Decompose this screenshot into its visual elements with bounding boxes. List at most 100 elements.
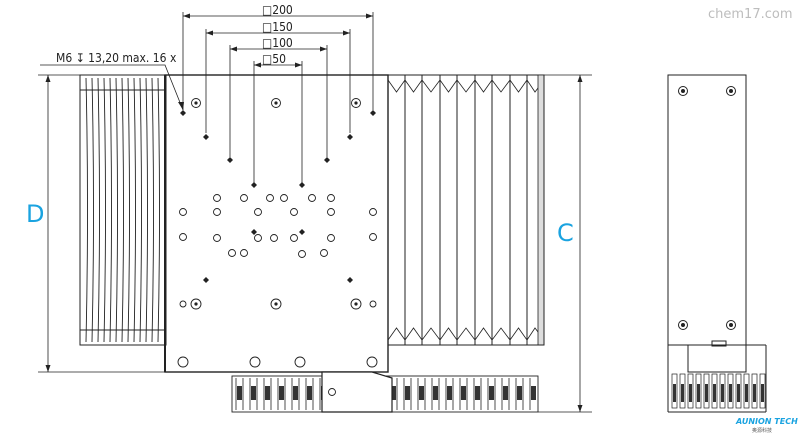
hole-center [274, 101, 278, 105]
fin-chevron [491, 327, 511, 341]
heatsink-edge [537, 74, 545, 346]
hole-center [354, 302, 358, 306]
screw-head [681, 323, 685, 327]
tapped-hole [347, 277, 353, 283]
fin-chevron [491, 79, 511, 93]
side-connector-pin [761, 384, 764, 402]
side-connector-slot [759, 373, 766, 409]
side-connector-slot [687, 373, 694, 409]
bellows-pleat [91, 77, 94, 343]
plain-hole [240, 249, 248, 257]
fin-chevron [474, 79, 493, 93]
side-connector-pin [737, 384, 740, 402]
dimension-arrow [206, 30, 213, 36]
dimension-d-label: D [26, 200, 44, 228]
screw-head [681, 89, 685, 93]
side-connector-slot [751, 373, 758, 409]
fin-chevron [387, 79, 406, 93]
bellows-pleat [109, 77, 112, 343]
fin-chevron [439, 327, 458, 341]
dimension-arrow [254, 62, 261, 68]
fin-chevron [474, 327, 493, 341]
bellows-pleat [151, 77, 154, 343]
bellows-pleat [115, 77, 118, 343]
connector-pin [391, 386, 396, 400]
connector-pin [279, 386, 284, 400]
plain-hole [179, 300, 187, 308]
bottom-connector-strip [231, 371, 539, 413]
bellows-pleat [133, 77, 136, 343]
hole-center [194, 101, 198, 105]
plain-hole [308, 194, 316, 202]
dimension-50-label: □50 [262, 52, 286, 66]
bottom-hole [294, 356, 306, 368]
plain-hole [266, 194, 274, 202]
fin-chevron [509, 327, 528, 341]
connector-pin [251, 386, 256, 400]
plain-hole [369, 300, 377, 308]
plain-hole [254, 234, 262, 242]
side-connector-slot [743, 373, 750, 409]
side-connector-strip [671, 373, 766, 409]
fin-chevron [387, 327, 406, 341]
dimension-arrow [577, 405, 583, 412]
bellows-pleat [121, 77, 124, 343]
leader-arrow [178, 102, 184, 110]
plain-hole [254, 208, 262, 216]
side-connector-pin [705, 384, 708, 402]
heatsink-fins [387, 74, 545, 346]
connector-pin [489, 386, 494, 400]
dimension-lines [38, 12, 592, 413]
tapped-hole [203, 134, 209, 140]
connector-pin [405, 386, 410, 400]
dimension-arrow [366, 13, 373, 19]
tapped-hole [251, 182, 257, 188]
right-heatsink [387, 74, 545, 372]
side-connector-slot [695, 373, 702, 409]
tapped-hole [299, 182, 305, 188]
fin-chevron [509, 79, 528, 93]
side-connector-pin [753, 384, 756, 402]
dimension-arrow [45, 75, 51, 82]
plain-hole [290, 208, 298, 216]
plain-hole [228, 249, 236, 257]
plain-hole [240, 194, 248, 202]
plain-hole [179, 233, 187, 241]
plain-hole [327, 194, 335, 202]
connector-pin [419, 386, 424, 400]
tapped-hole [251, 229, 257, 235]
screw-head [729, 89, 733, 93]
tapped-hole [227, 157, 233, 163]
dimension-arrow [45, 365, 51, 372]
tapped-hole [299, 229, 305, 235]
dimension-arrow [320, 46, 327, 52]
logo-subtitle: 奥源科技 [752, 427, 772, 434]
brand-logo: AUNION TECH 奥源科技 [735, 417, 798, 434]
fin-chevron [439, 79, 458, 93]
tapped-hole [180, 110, 186, 116]
main-plate [164, 74, 389, 373]
plain-hole [320, 249, 328, 257]
hole-center [194, 302, 198, 306]
plain-hole [327, 234, 335, 242]
fin-chevron [421, 79, 441, 93]
side-connector-pin [689, 384, 692, 402]
side-connector-pin [713, 384, 716, 402]
plain-hole [213, 234, 221, 242]
bottom-hole [249, 356, 261, 368]
thread-note: M6 ↧ 13,20 max. 16 x [56, 51, 177, 65]
connector-pin [517, 386, 522, 400]
tapped-hole [370, 110, 376, 116]
side-connector-pin [681, 384, 684, 402]
dimension-arrow [577, 75, 583, 82]
side-connector-pin [721, 384, 724, 402]
dimension-arrow [343, 30, 350, 36]
plain-hole [298, 250, 306, 258]
dimension-arrow [295, 62, 302, 68]
hole-center [354, 101, 358, 105]
side-connector-slot [703, 373, 710, 409]
side-connector-pin [729, 384, 732, 402]
fin-chevron [421, 327, 441, 341]
side-screws [678, 86, 736, 330]
